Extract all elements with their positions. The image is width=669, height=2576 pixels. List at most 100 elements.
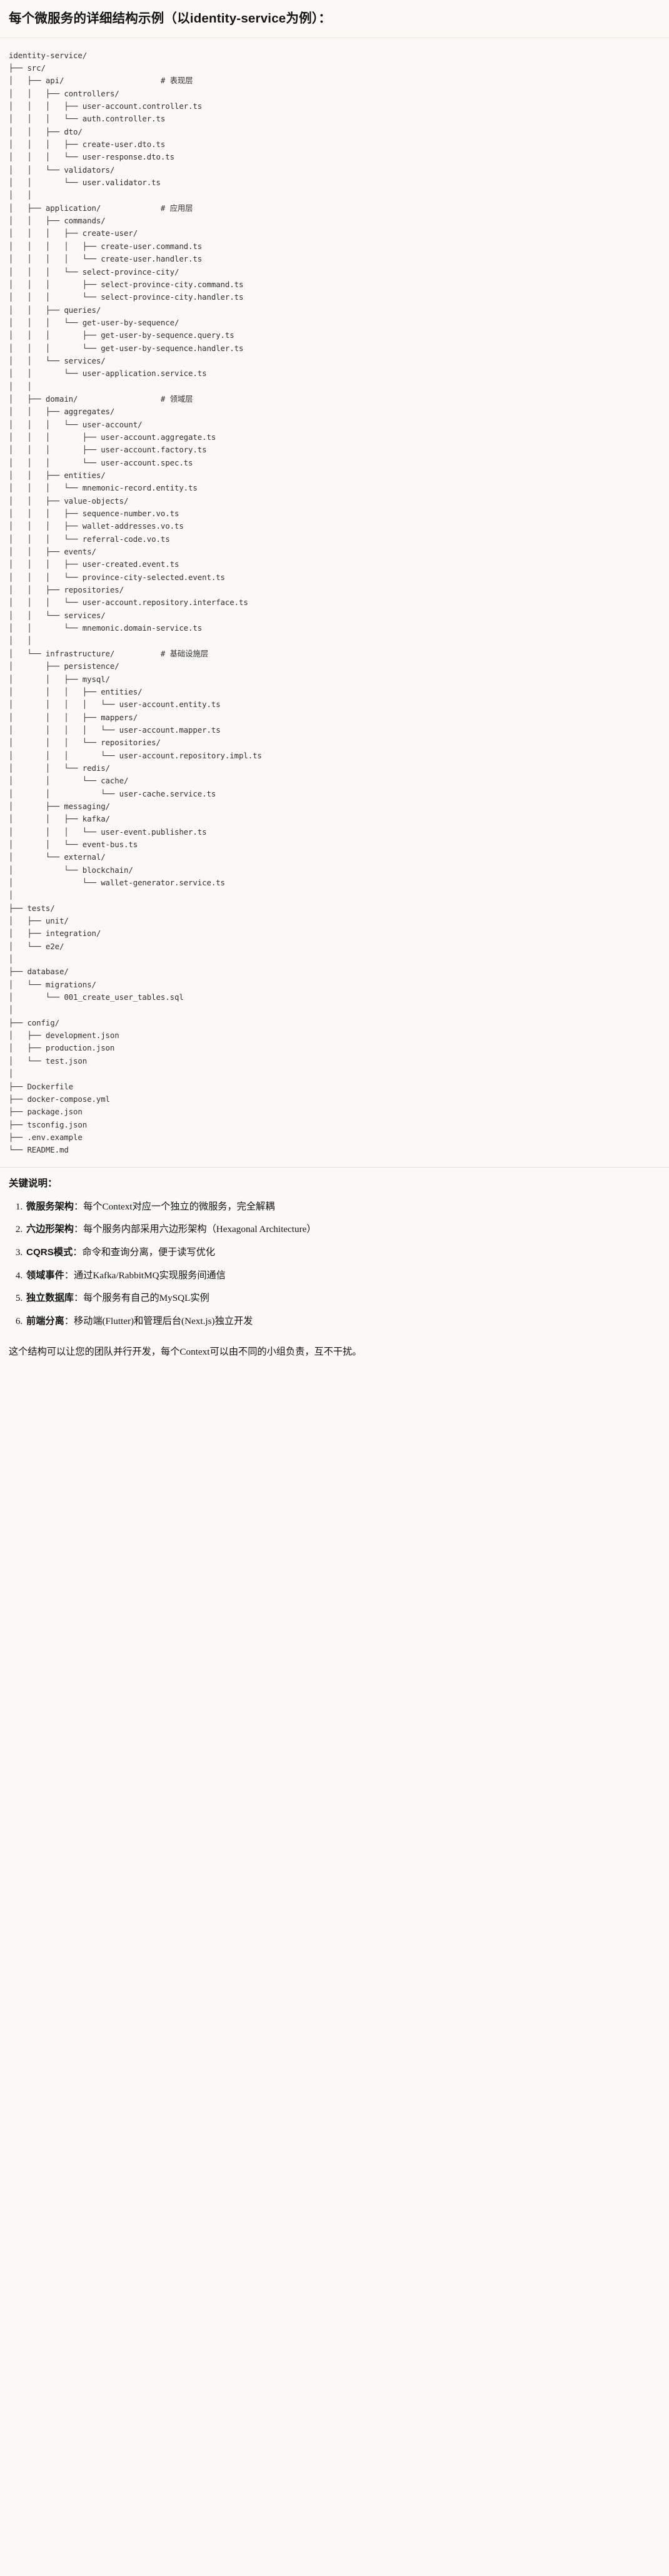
key-note-term: 前端分离	[26, 1315, 64, 1326]
tree-row: │ │ ├── entities/	[9, 471, 106, 481]
tree-row: │ │ ├── events/	[9, 547, 96, 557]
key-note-item: 独立数据库：每个服务有自己的MySQL实例	[25, 1291, 660, 1306]
tree-row: │ └── wallet-generator.service.ts	[9, 878, 225, 888]
tree-row-comment: # 基础设施层	[160, 648, 209, 658]
tree-row: │ │ └── mnemonic.domain-service.ts	[9, 623, 203, 633]
tree-row: │ │ └── user-cache.service.ts	[9, 788, 216, 798]
tree-row-comment: # 应用层	[160, 203, 193, 213]
tree-row: │ │ ├── aggregates/	[9, 407, 115, 417]
tree-row: │ │	[9, 381, 32, 391]
tree-row: │ │ │ ├── user-account.aggregate.ts	[9, 432, 216, 442]
tree-row: │ │ └── validators/	[9, 165, 115, 175]
key-note-separator: ：	[73, 1246, 83, 1258]
tree-row: │ │ ├── commands/	[9, 216, 106, 226]
key-note-item: 微服务架构：每个Context对应一个独立的微服务，完全解耦	[25, 1199, 660, 1214]
tree-row: │ └── e2e/	[9, 941, 64, 951]
tree-row: │ │ │ │ └── user-account.mapper.ts	[9, 725, 221, 735]
document-page: 每个微服务的详细结构示例（以identity-service为例）： ident…	[0, 0, 669, 1372]
tree-row: │ │ ├── dto/	[9, 126, 83, 136]
tree-row: │ │ │ ├── create-user/	[9, 228, 138, 238]
tree-row: │ ├── domain/ # 领域层	[9, 394, 193, 404]
tree-row: ├── src/	[9, 63, 46, 73]
tree-row: │ │ │ ├── entities/	[9, 686, 143, 696]
tree-row: │ │ │ ├── user-account.controller.ts	[9, 101, 203, 111]
tree-row: │	[9, 890, 14, 900]
key-note-description: 命令和查询分离，便于读写优化	[82, 1246, 216, 1258]
tree-row: │ │ │ └── get-user-by-sequence/	[9, 317, 179, 327]
page-title: 每个微服务的详细结构示例（以identity-service为例）：	[9, 11, 331, 26]
tree-row: │ │ ├── kafka/	[9, 814, 110, 824]
tree-row: │ ├── production.json	[9, 1043, 115, 1053]
tree-row: │ │ │ ├── mappers/	[9, 712, 138, 722]
key-note-description: 每个Context对应一个独立的微服务，完全解耦	[83, 1201, 275, 1212]
tree-row: │ │ │ └── mnemonic-record.entity.ts	[9, 483, 198, 493]
tree-row: │ │ └── user.validator.ts	[9, 178, 161, 188]
tree-row: │ ├── api/ # 表现层	[9, 76, 193, 86]
tree-row: │ │ │ └── select-province-city/	[9, 267, 179, 277]
key-note-term: 独立数据库	[26, 1293, 74, 1304]
tree-row: │ │ │ └── user-event.publisher.ts	[9, 827, 207, 837]
tree-row: │	[9, 954, 14, 964]
tree-row: │ │ ├── repositories/	[9, 585, 124, 595]
tree-row: ├── package.json	[9, 1107, 83, 1117]
tree-row: │ │	[9, 190, 32, 200]
tree-row: ├── database/	[9, 967, 69, 977]
key-note-separator: ：	[73, 1293, 84, 1304]
tree-row: │ │ │ ├── sequence-number.vo.ts	[9, 509, 179, 519]
tree-row: │ │ └── cache/	[9, 776, 129, 786]
key-note-term: 微服务架构	[26, 1201, 74, 1212]
key-note-item: 前端分离：移动端(Flutter)和管理后台(Next.js)独立开发	[25, 1314, 660, 1329]
directory-tree-code: identity-service/ ├── src/ │ ├── api/ # …	[9, 51, 262, 1155]
tree-row: │ │ │ └── user-account.repository.interf…	[9, 598, 248, 608]
footer-note: 这个结构可以让您的团队并行开发，每个Context可以由不同的小组负责，互不干扰…	[9, 1347, 362, 1358]
tree-row: │	[9, 1005, 14, 1015]
tree-row: │ │ │ └── referral-code.vo.ts	[9, 534, 170, 544]
tree-row: ├── Dockerfile	[9, 1081, 74, 1091]
tree-row: │ │ │ └── get-user-by-sequence.handler.t…	[9, 343, 244, 353]
tree-row: │ │ │ └── user-account.spec.ts	[9, 457, 193, 467]
tree-row: │ ├── persistence/	[9, 661, 119, 671]
tree-row: ├── .env.example	[9, 1132, 83, 1142]
key-note-description: 每个服务有自己的MySQL实例	[83, 1293, 209, 1304]
tree-row: │ │ ├── controllers/	[9, 88, 119, 98]
tree-row: │ │ ├── value-objects/	[9, 496, 129, 506]
tree-row: │ │ ├── mysql/	[9, 674, 110, 684]
tree-row: │ └── infrastructure/ # 基础设施层	[9, 648, 209, 658]
tree-row: │ └── external/	[9, 852, 106, 862]
tree-row: │ ├── application/ # 应用层	[9, 203, 193, 213]
key-note-separator: ：	[73, 1224, 84, 1235]
tree-row: │ │ │ ├── create-user.dto.ts	[9, 140, 166, 150]
key-notes-section: 关键说明： 微服务架构：每个Context对应一个独立的微服务，完全解耦六边形架…	[0, 1168, 669, 1335]
tree-row: └── README.md	[9, 1145, 69, 1155]
tree-row: │ │ └── user-application.service.ts	[9, 369, 207, 379]
key-note-term: CQRS模式	[26, 1246, 73, 1258]
tree-row: │ │ │ │ └── create-user.handler.ts	[9, 254, 203, 264]
tree-row: │ └── test.json	[9, 1056, 88, 1066]
tree-row: │ ├── unit/	[9, 916, 69, 926]
tree-row: │ │ └── redis/	[9, 763, 110, 773]
tree-row: ├── docker-compose.yml	[9, 1094, 110, 1104]
tree-row: │ │ │ └── province-city-selected.event.t…	[9, 572, 225, 582]
tree-row: ├── config/	[9, 1017, 59, 1027]
key-note-term: 六边形架构	[26, 1224, 74, 1235]
tree-row: identity-service/	[9, 50, 88, 60]
tree-row: │ └── 001_create_user_tables.sql	[9, 992, 184, 1002]
key-note-item: CQRS模式：命令和查询分离，便于读写优化	[25, 1245, 660, 1260]
directory-tree-block: identity-service/ ├── src/ │ ├── api/ # …	[0, 38, 669, 1167]
tree-row: │ │ │ ├── user-created.event.ts	[9, 559, 179, 569]
tree-row: │ │ └── services/	[9, 610, 106, 620]
key-note-separator: ：	[64, 1315, 74, 1326]
tree-row: │ │ ├── queries/	[9, 305, 101, 315]
key-note-description: 移动端(Flutter)和管理后台(Next.js)独立开发	[73, 1315, 253, 1326]
key-note-item: 领域事件：通过Kafka/RabbitMQ实现服务间通信	[25, 1268, 660, 1283]
key-note-term: 领域事件	[26, 1270, 64, 1281]
tree-row-comment: # 领域层	[160, 394, 193, 404]
tree-row: │ │ │ └── user-account/	[9, 419, 143, 429]
tree-row: │ ├── integration/	[9, 929, 101, 939]
tree-row: │ │ │ └── user-account.repository.impl.t…	[9, 750, 262, 760]
tree-row-comment: # 表现层	[160, 76, 193, 86]
tree-row: │	[9, 1069, 14, 1079]
tree-row: │ │ └── services/	[9, 355, 106, 365]
directory-tree: identity-service/ ├── src/ │ ├── api/ # …	[9, 49, 660, 1157]
tree-row: │ │ └── event-bus.ts	[9, 839, 138, 849]
